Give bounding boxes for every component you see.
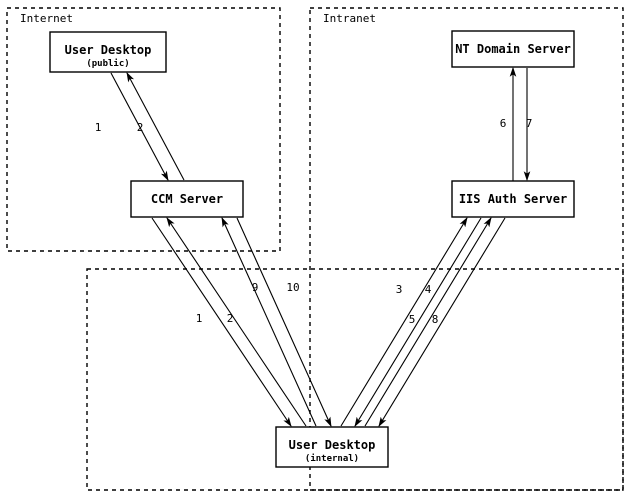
node-label-user-desktop-internal: User Desktop (289, 438, 376, 452)
flow-group-ccm-internal-910 (221, 216, 332, 428)
flow-line-9-internal-to-ccm (221, 216, 317, 427)
flow-step-label-10: 10 (286, 281, 299, 294)
zone-intranet-rect (309, 7, 624, 491)
node-label-user-desktop-public: User Desktop (65, 43, 152, 57)
node-sublabel-user-desktop-public: (public) (86, 58, 129, 69)
node-ccm-server[interactable]: CCM Server (130, 180, 244, 218)
zone-internal-lan-rect (86, 268, 624, 491)
flow-step-label-2-internal: 2 (227, 312, 234, 325)
zone-label-internet: Internet (20, 12, 73, 25)
flow-step-label-7: 7 (526, 117, 533, 130)
node-label-ccm-server: CCM Server (151, 192, 223, 206)
flow-group-iis-nt (509, 66, 531, 182)
flow-group-internal-iis-58 (364, 217, 506, 427)
node-user-desktop-internal[interactable]: User Desktop (internal) (275, 426, 389, 468)
flow-step-label-5: 5 (409, 313, 416, 326)
flow-step-label-8: 8 (432, 313, 439, 326)
flow-line-8-iis-to-internal (378, 217, 506, 427)
flow-line-2-ccm-to-public (126, 72, 185, 181)
flow-step-label-2-public: 2 (137, 121, 144, 134)
flow-step-label-4: 4 (425, 283, 432, 296)
flow-line-3-internal-to-iis (340, 217, 468, 427)
node-user-desktop-public[interactable]: User Desktop (public) (49, 31, 167, 73)
flow-step-label-6: 6 (500, 117, 507, 130)
node-sublabel-user-desktop-internal: (internal) (305, 453, 359, 464)
flow-line-2-internal-to-ccm (166, 217, 307, 427)
node-box-nt-domain-server[interactable] (451, 30, 575, 68)
node-box-iis-auth-server[interactable] (451, 180, 575, 218)
flow-group-public-ccm (110, 72, 185, 181)
node-label-nt-domain-server: NT Domain Server (455, 42, 571, 56)
node-iis-auth-server[interactable]: IIS Auth Server (451, 180, 575, 218)
node-box-user-desktop-internal[interactable] (275, 426, 389, 468)
zone-label-intranet: Intranet (323, 12, 376, 25)
flow-step-label-9: 9 (252, 281, 259, 294)
flow-step-label-3: 3 (396, 283, 403, 296)
flow-line-1-public-to-ccm (110, 72, 169, 181)
flow-group-internal-iis-34 (340, 217, 482, 427)
node-box-ccm-server[interactable] (130, 180, 244, 218)
flow-line-4-iis-to-internal (354, 217, 482, 427)
zone-internet-rect (6, 7, 281, 252)
flow-group-ccm-internal-12 (151, 217, 307, 427)
node-nt-domain-server[interactable]: NT Domain Server (451, 30, 575, 68)
flow-line-10-ccm-to-internal (236, 217, 332, 428)
flow-step-label-1-public: 1 (95, 121, 102, 134)
flow-step-labels: 1 2 1 2 3 4 5 6 7 8 9 10 (95, 117, 533, 326)
flow-line-1-ccm-to-internal (151, 217, 292, 427)
zone-labels: Internet Intranet (20, 12, 376, 25)
node-label-iis-auth-server: IIS Auth Server (459, 192, 567, 206)
node-box-user-desktop-public[interactable] (49, 31, 167, 73)
flow-line-5-internal-to-iis (364, 217, 492, 427)
zone-boundaries (6, 7, 624, 491)
flow-step-label-1-internal: 1 (196, 312, 203, 325)
